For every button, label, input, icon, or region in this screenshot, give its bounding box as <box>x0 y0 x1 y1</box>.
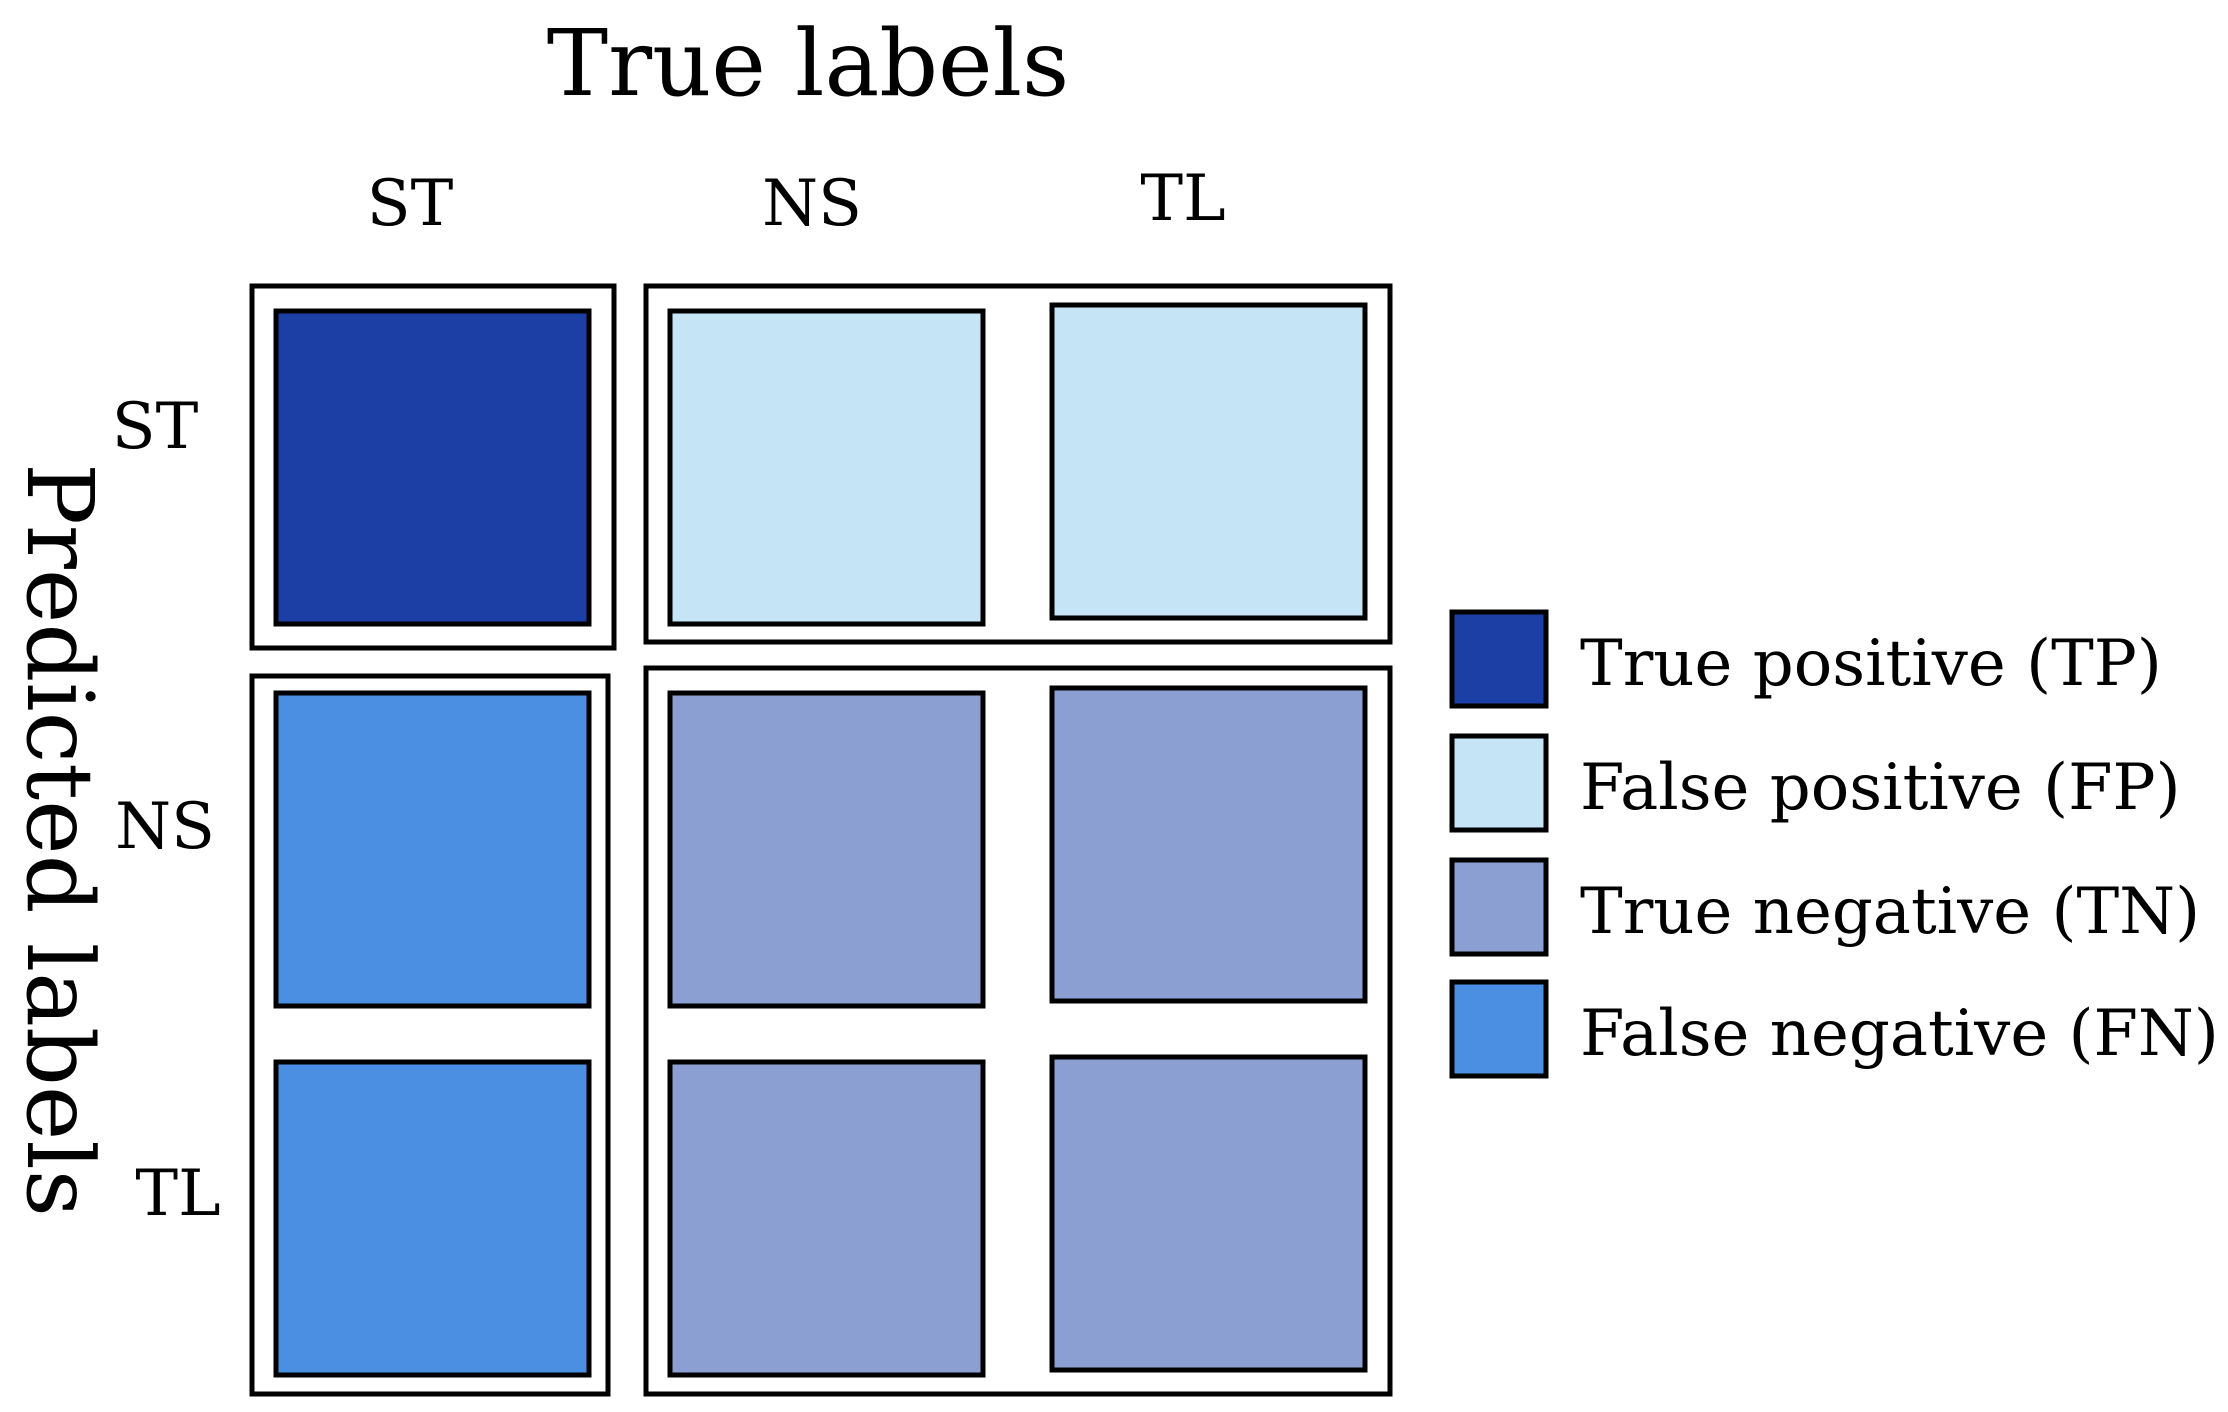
group-outline-st-st <box>249 283 617 651</box>
legend: True positive (TP) False positive (FP) T… <box>1449 609 2219 1079</box>
cell-tl-ns <box>667 1059 986 1378</box>
cell-tl-st <box>273 1059 592 1378</box>
true-labels-title: True labels <box>547 10 1070 117</box>
row-label-st: ST <box>112 390 199 464</box>
predicted-labels-title: Predicted labels <box>6 463 113 1217</box>
cell-ns-st <box>273 690 592 1009</box>
column-label-tl: TL <box>1140 162 1225 236</box>
cell-st-st <box>273 308 592 627</box>
cell-st-ns <box>667 308 986 627</box>
cell-ns-tl <box>1049 685 1368 1004</box>
cell-ns-ns <box>667 690 986 1009</box>
legend-swatch-fn <box>1449 979 1549 1079</box>
group-outline-ns-tl-ns-tl <box>643 665 1393 1397</box>
row-label-tl: TL <box>135 1157 220 1231</box>
legend-swatch-fp <box>1449 733 1549 833</box>
legend-label-tp: True positive (TP) <box>1580 627 2162 701</box>
row-label-ns: NS <box>115 790 215 864</box>
legend-label-fn: False negative (FN) <box>1580 997 2219 1071</box>
cell-st-tl <box>1049 302 1368 621</box>
group-outline-st-ns-tl <box>643 283 1393 645</box>
cell-tl-tl <box>1049 1054 1368 1373</box>
group-outline-ns-tl-st <box>249 673 611 1397</box>
legend-label-fp: False positive (FP) <box>1580 751 2181 825</box>
column-label-ns: NS <box>762 167 862 241</box>
legend-label-tn: True negative (TN) <box>1580 875 2200 949</box>
legend-swatch-tn <box>1449 857 1549 957</box>
column-label-st: ST <box>367 167 454 241</box>
legend-swatch-tp <box>1449 609 1549 709</box>
